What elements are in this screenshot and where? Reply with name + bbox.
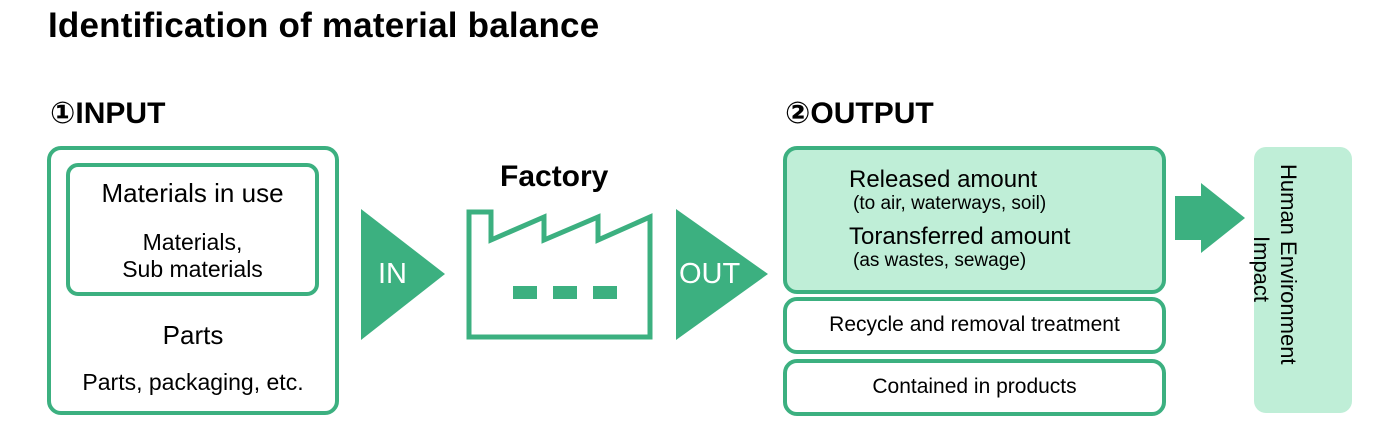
recycle-label: Recycle and removal treatment <box>829 313 1120 336</box>
contained-label: Contained in products <box>872 375 1077 398</box>
materials-line2: Sub materials <box>122 256 263 282</box>
materials-line1: Materials, <box>142 229 243 255</box>
released-sub: (to air, waterways, soil) <box>853 193 1047 214</box>
released-label: Released amount <box>849 166 1038 193</box>
in-label: IN <box>378 258 407 290</box>
transferred-sub: (as wastes, sewage) <box>853 250 1027 271</box>
parts-desc: Parts, packaging, etc. <box>82 369 304 395</box>
impact-arrow-head <box>1201 183 1245 253</box>
factory-label: Factory <box>500 160 609 193</box>
out-arrow <box>676 209 768 340</box>
in-arrow <box>361 209 445 340</box>
recycle-box <box>783 297 1166 354</box>
out-label: OUT <box>679 258 741 290</box>
impact-box <box>1254 147 1352 413</box>
materials-title: Materials in use <box>101 178 284 208</box>
input-heading: ①INPUT <box>50 97 166 130</box>
impact-line1: Human Environment <box>1276 164 1301 365</box>
factory-window-1 <box>513 286 537 299</box>
factory-window-2 <box>553 286 577 299</box>
page-title: Identification of material balance <box>48 6 600 45</box>
output-heading: ②OUTPUT <box>785 97 934 130</box>
contained-box <box>783 359 1166 416</box>
released-box <box>783 146 1166 294</box>
impact-line2: Impact <box>1249 236 1274 303</box>
parts-title: Parts <box>162 320 224 350</box>
impact-arrow-shaft <box>1175 196 1203 240</box>
transferred-label: Toransferred amount <box>849 223 1071 250</box>
factory-window-3 <box>593 286 617 299</box>
factory-icon <box>466 209 653 340</box>
materials-box <box>66 163 319 296</box>
impact-label: Human Environment Impact <box>1248 164 1302 404</box>
